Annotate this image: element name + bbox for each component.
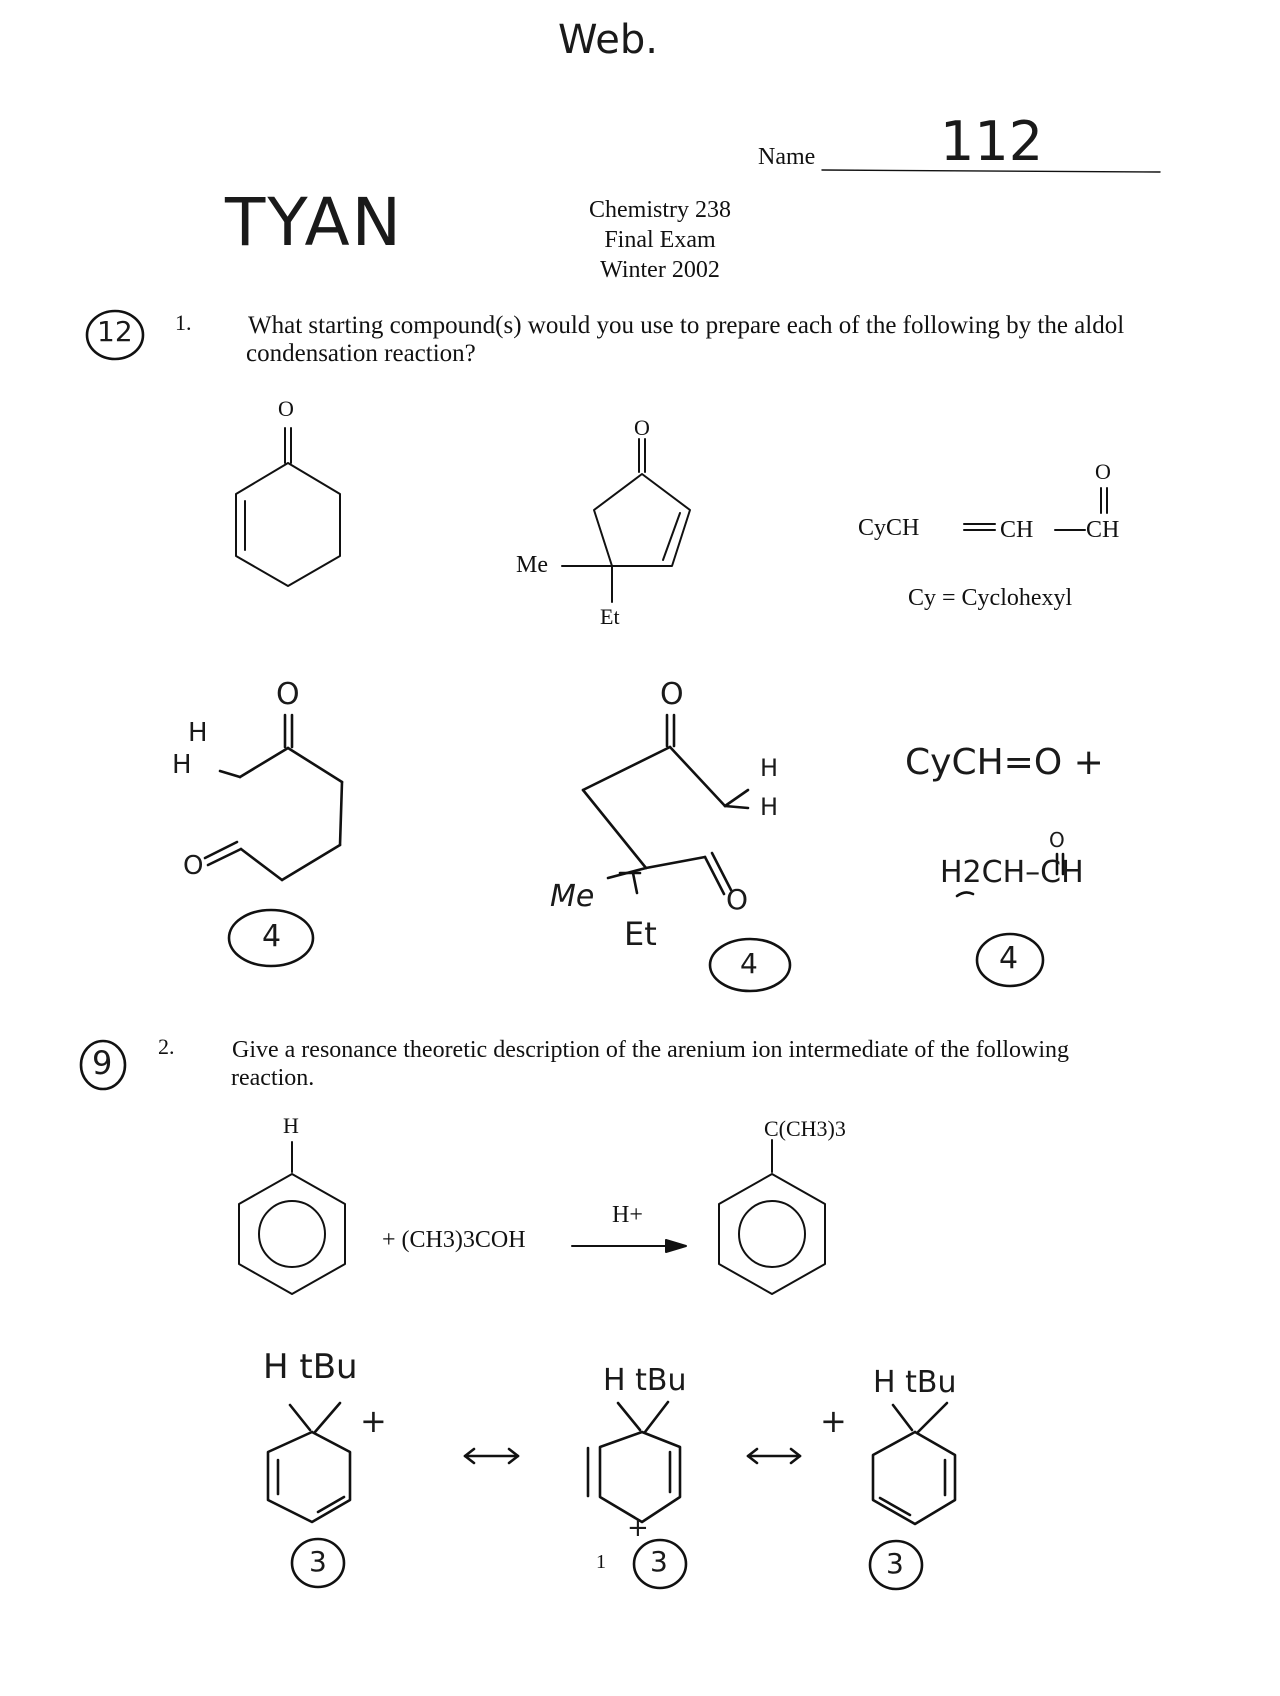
res1-label: H tBu xyxy=(263,1347,358,1387)
answer-c-score-circle xyxy=(975,932,1045,988)
answer-b-score: 4 xyxy=(740,947,758,980)
q2-text-line1: Give a resonance theoretic description o… xyxy=(232,1037,1070,1063)
answer-c-line1: CyCH=O + xyxy=(905,742,1104,783)
tert-butylbenzene-product xyxy=(718,1139,826,1295)
struct-b-oxygen: O xyxy=(634,415,650,440)
res2-plus: + xyxy=(627,1513,649,1543)
q2-score: 9 xyxy=(92,1044,113,1082)
cyclohexyl-note: Cy = Cyclohexyl xyxy=(908,585,1073,611)
answer-a-structure xyxy=(203,713,344,968)
name-label: Name xyxy=(758,144,816,170)
answer-b-oxygen: O xyxy=(660,677,684,712)
res3-label: H tBu xyxy=(873,1365,957,1400)
name-underline xyxy=(821,169,1161,173)
reactant-hydrogen: H xyxy=(283,1113,299,1138)
course-title: Chemistry 238 xyxy=(589,197,731,223)
answer-a-score: 4 xyxy=(262,919,282,954)
reaction-arrow xyxy=(571,1239,687,1253)
q2-text-line2: reaction. xyxy=(231,1065,315,1091)
name-value: 112 xyxy=(940,110,1044,173)
product-substituent: C(CH3)3 xyxy=(764,1116,846,1141)
res3-plus: + xyxy=(820,1402,847,1440)
resonance-structure-2 xyxy=(586,1400,688,1590)
answer-c-oxygen: O xyxy=(1049,828,1065,852)
answer-b-structure xyxy=(581,713,792,993)
res1-plus: + xyxy=(360,1402,387,1440)
answer-a-h1: H xyxy=(188,718,208,748)
struct-b-ethyl: Et xyxy=(600,604,620,629)
q1-number: 1. xyxy=(175,310,192,335)
q2-number: 2. xyxy=(158,1034,175,1059)
resonance-structure-3 xyxy=(868,1401,957,1591)
q1-score: 12 xyxy=(97,315,133,348)
answer-b-aldehyde-oxygen: O xyxy=(726,883,749,916)
enal-structure xyxy=(963,487,1108,531)
struct-c-ch1: CH xyxy=(1000,517,1034,543)
benzene-reactant xyxy=(238,1141,346,1295)
answer-a-score-circle xyxy=(227,908,315,968)
catalyst-acid: H+ xyxy=(612,1202,643,1228)
struct-c-ch2: CH xyxy=(1086,517,1120,543)
answer-b-h2: H xyxy=(760,793,779,821)
answer-c-score: 4 xyxy=(999,941,1019,976)
answer-a-aldehyde-oxygen: O xyxy=(183,851,204,881)
res3-score-circle xyxy=(868,1539,924,1591)
struct-b-methyl: Me xyxy=(516,552,548,578)
res2-margin-mark: 1 xyxy=(596,1551,606,1573)
answer-c-annotations xyxy=(955,852,1065,988)
answer-c-line2: H2CH–CH xyxy=(940,855,1084,890)
q1-score-circle xyxy=(85,309,145,361)
web-note: Web. xyxy=(558,17,658,63)
cyclohexenone-structure xyxy=(235,427,341,587)
q1-text-line1: What starting compound(s) would you use … xyxy=(248,312,1125,339)
answer-b-methyl: Me xyxy=(550,879,595,914)
struct-a-oxygen: O xyxy=(278,396,294,421)
exam-term: Winter 2002 xyxy=(600,257,720,283)
res1-score-circle xyxy=(290,1537,346,1589)
res2-score: 3 xyxy=(650,1545,668,1578)
answer-b-score-circle xyxy=(708,937,792,993)
resonance-structure-1 xyxy=(266,1401,352,1589)
q1-text-line2: condensation reaction? xyxy=(246,340,476,367)
cyclopentenone-structure xyxy=(561,438,691,603)
reagent-tert-butanol: + (CH3)3COH xyxy=(382,1227,526,1253)
answer-b-h1: H xyxy=(760,754,779,782)
q2-score-circle xyxy=(79,1039,127,1091)
resonance-arrow-2 xyxy=(746,1447,802,1465)
res2-score-circle xyxy=(632,1538,688,1590)
answer-a-h2: H xyxy=(172,750,192,780)
student-name: TYAN xyxy=(225,184,404,261)
resonance-arrow-1 xyxy=(463,1447,520,1465)
res2-label: H tBu xyxy=(603,1363,687,1398)
answer-a-oxygen: O xyxy=(276,677,300,712)
res1-score: 3 xyxy=(309,1545,327,1578)
struct-c-cych: CyCH xyxy=(858,515,920,541)
answer-b-ethyl: Et xyxy=(624,915,657,953)
struct-c-oxygen: O xyxy=(1095,459,1111,484)
exam-title: Final Exam xyxy=(604,227,716,253)
res3-score: 3 xyxy=(886,1547,904,1580)
